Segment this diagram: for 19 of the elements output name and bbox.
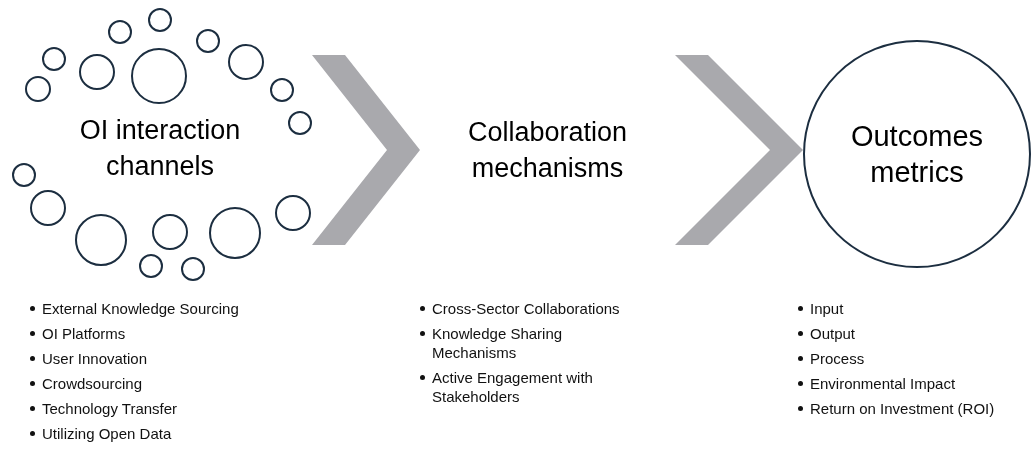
bullet-item: Active Engagement with Stakeholders — [432, 368, 594, 406]
bullet-item: Knowledge Sharing Mechanisms — [432, 324, 564, 362]
bullet-item: Output — [810, 324, 856, 343]
chevron-arrow — [675, 55, 803, 245]
bullet-item: Input — [810, 299, 844, 318]
bullet-item: User Innovation — [42, 349, 148, 368]
bullet-item: Technology Transfer — [42, 399, 178, 418]
bullet-item: Cross-Sector Collaborations — [432, 299, 620, 318]
chevron-arrow — [312, 55, 420, 245]
bullet-item: External Knowledge Sourcing — [42, 299, 239, 318]
node-title: OI interaction channels — [78, 114, 242, 183]
bullet-item: Return on Investment (ROI) — [810, 399, 995, 418]
node-title: Collaboration mechanisms — [466, 116, 629, 185]
bullet-item: Process — [810, 349, 865, 368]
bullet-item: OI Platforms — [42, 324, 126, 343]
bullet-item: Crowdsourcing — [42, 374, 143, 393]
node-title: Outcomes metrics — [849, 119, 985, 190]
bullet-item: Utilizing Open Data — [42, 424, 172, 443]
bullet-item: Environmental Impact — [810, 374, 956, 393]
